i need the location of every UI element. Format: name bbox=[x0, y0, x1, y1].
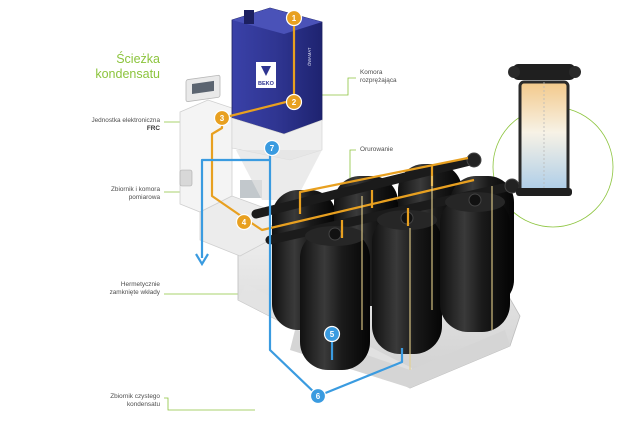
title-line-1: Ścieżka bbox=[116, 52, 160, 66]
label-tank: Zbiornik i komora pomiarowa bbox=[110, 186, 160, 201]
beko-logo-text: BEKO bbox=[258, 81, 275, 87]
label-piping: Orurowanie bbox=[360, 146, 394, 153]
svg-text:3: 3 bbox=[220, 114, 225, 123]
blue-path-segment bbox=[317, 348, 404, 398]
label-chamber: Komora rozprężająca bbox=[360, 69, 397, 84]
title-line-2: kondensatu bbox=[95, 67, 160, 81]
diagram-title: Ścieżka kondensatu bbox=[82, 52, 160, 82]
cartridge-flow-lines bbox=[361, 176, 493, 370]
svg-text:2: 2 bbox=[292, 98, 297, 107]
svg-text:1: 1 bbox=[292, 14, 297, 23]
cartridge bbox=[372, 214, 442, 354]
electronic-unit-body bbox=[179, 74, 271, 257]
blue-path-segment bbox=[268, 176, 319, 397]
orange-path-segment bbox=[221, 98, 295, 120]
filter-cutaway bbox=[508, 64, 581, 196]
blue-path-segment bbox=[200, 158, 270, 258]
connector-chamber bbox=[322, 77, 356, 96]
orange-path-segment bbox=[298, 156, 469, 214]
label-clean-tank: Zbiornik czystego kondensatu bbox=[110, 393, 160, 408]
svg-text:7: 7 bbox=[270, 144, 275, 153]
cartridge bbox=[440, 196, 510, 332]
step-marker-2: 2 bbox=[285, 93, 303, 111]
step-marker-7: 7 bbox=[263, 139, 281, 157]
label-frc: FRC bbox=[146, 125, 160, 132]
svg-text:5: 5 bbox=[330, 330, 335, 339]
connector-piping bbox=[349, 149, 356, 178]
cartridge bbox=[300, 230, 370, 370]
orange-path bbox=[210, 20, 475, 238]
model-text: ÖWAMAT bbox=[307, 47, 312, 66]
step-marker-4: 4 bbox=[235, 213, 253, 231]
step-marker-6: 6 bbox=[309, 387, 327, 405]
step-marker-1: 1 bbox=[285, 9, 303, 27]
display-screen bbox=[192, 80, 214, 95]
step-markers: 1 2 3 4 5 6 7 bbox=[213, 9, 341, 405]
label-electronic-unit: Jednostka elektroniczna FRC bbox=[91, 117, 160, 132]
step-marker-3: 3 bbox=[213, 109, 231, 127]
label-cartridges: Hermetycznie zamknięte wkłady bbox=[109, 281, 160, 296]
svg-text:6: 6 bbox=[316, 392, 321, 401]
svg-text:4: 4 bbox=[242, 218, 247, 227]
connector-clean-tank bbox=[164, 397, 255, 411]
step-marker-5: 5 bbox=[323, 325, 341, 343]
outlet-arrow-icon bbox=[195, 253, 209, 267]
